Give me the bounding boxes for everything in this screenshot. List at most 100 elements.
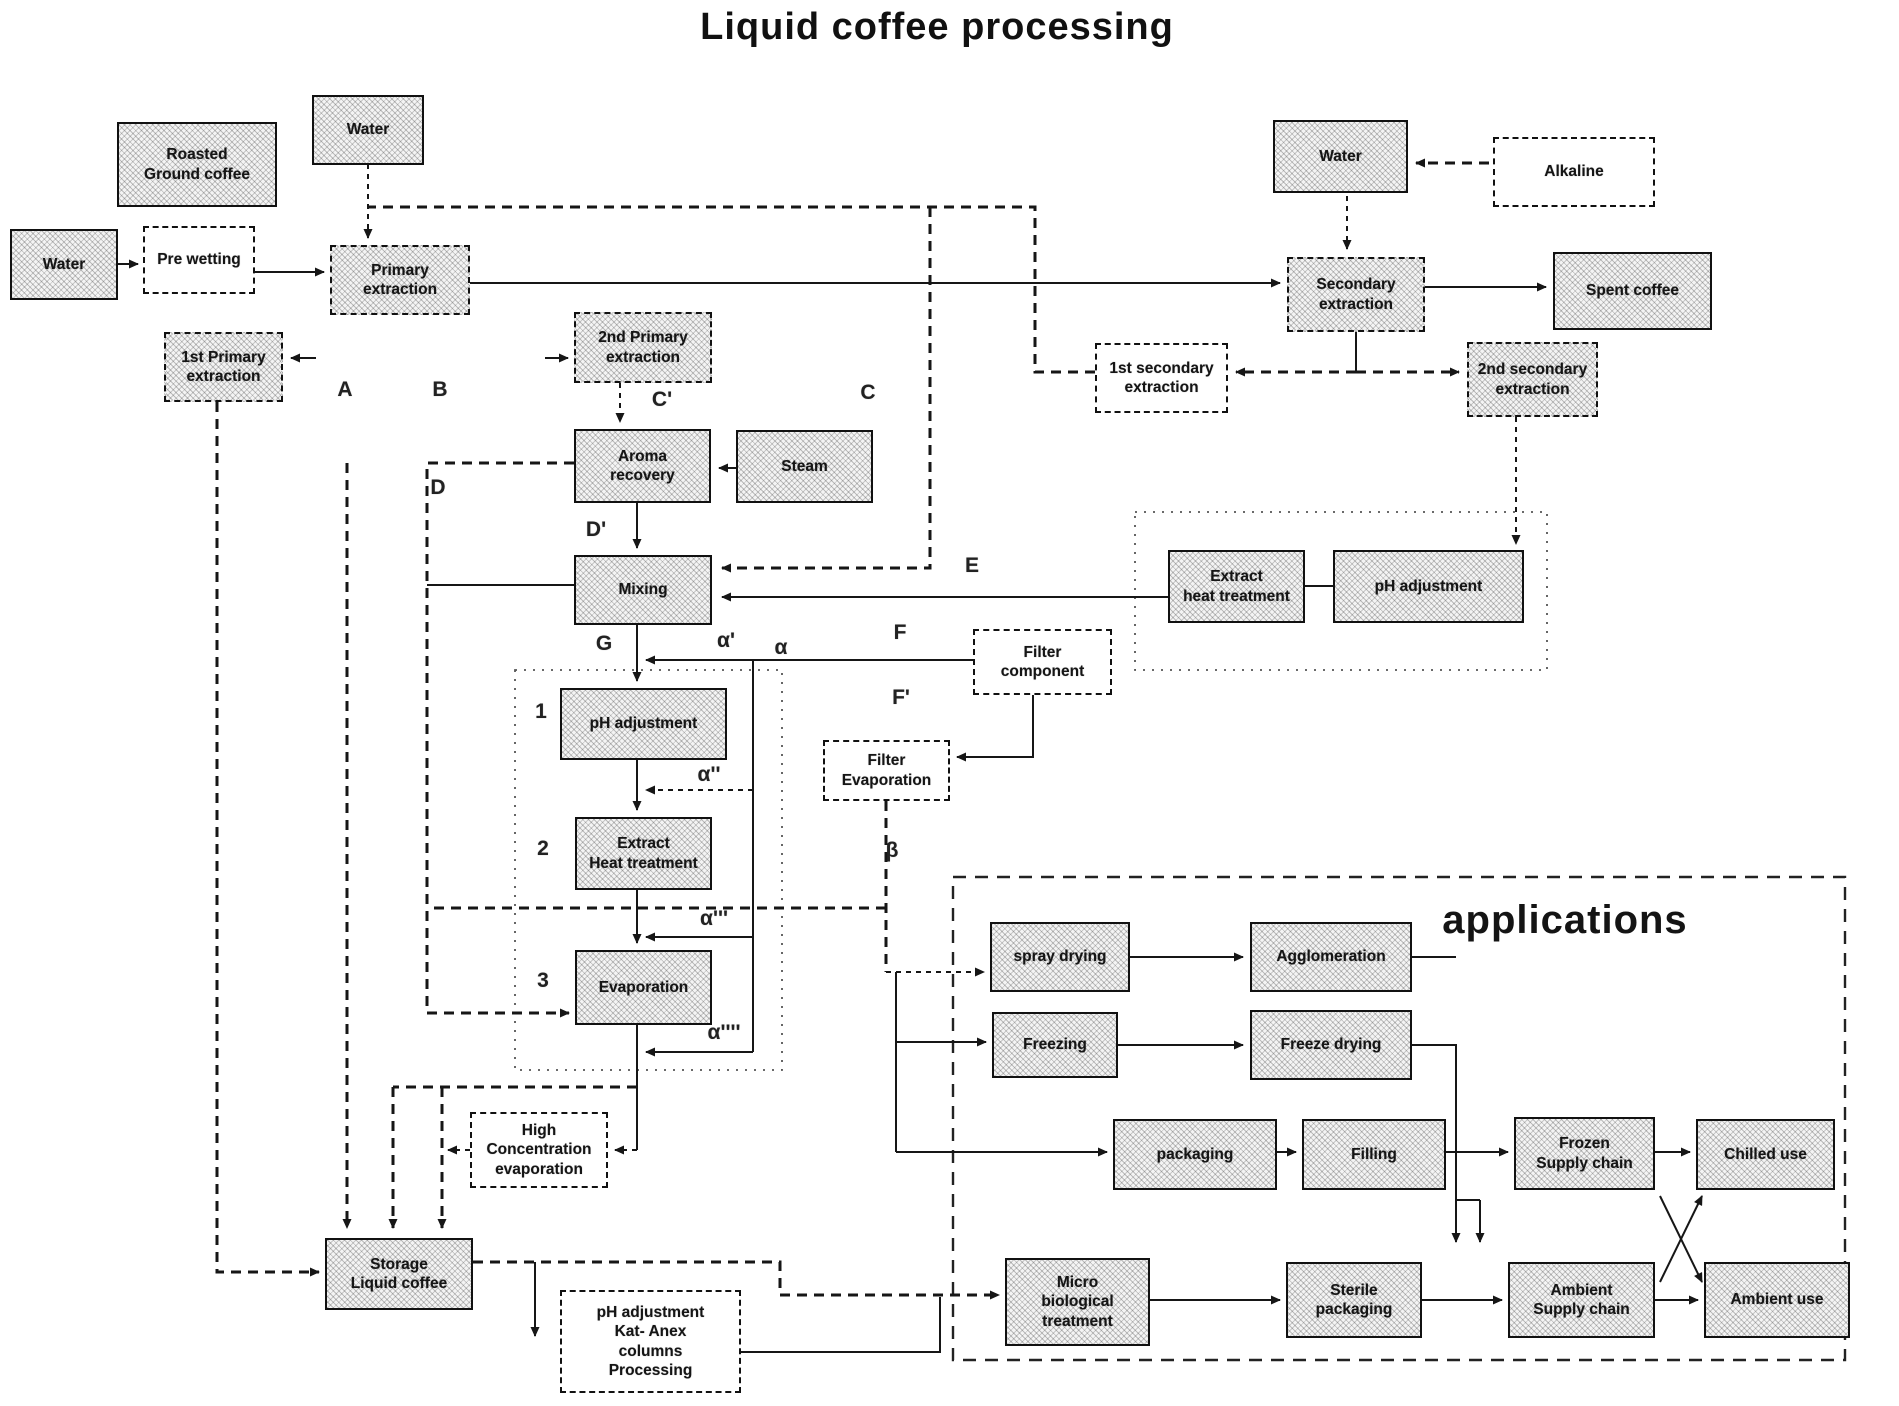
node-filling: Filling: [1302, 1119, 1446, 1190]
node-roasted-ground-coffee: Roasted Ground coffee: [117, 122, 277, 207]
node-extract-heat-treatment-2: Extract Heat treatment: [575, 817, 712, 890]
node-water-right-label: Water: [1319, 147, 1362, 165]
node-steam: Steam: [736, 430, 873, 503]
node-primary-extraction-label: Primary extraction: [362, 261, 438, 298]
node-freezing: Freezing: [992, 1012, 1118, 1078]
label-b: B: [432, 378, 448, 401]
node-ambient-supply-chain-label: Ambient Supply chain: [1533, 1281, 1630, 1318]
label-g: G: [595, 632, 613, 655]
node-extract-heat-treatment-right-label: Extract heat treatment: [1183, 568, 1290, 605]
node-ambient-use-label: Ambient use: [1730, 1291, 1824, 1309]
node-first-primary-extraction: 1st Primary extraction: [164, 332, 283, 402]
node-water-left-label: Water: [42, 255, 86, 273]
label-beta: β: [885, 839, 899, 862]
node-frozen-supply-chain-label: Frozen Supply chain: [1536, 1135, 1633, 1172]
node-spent-coffee: Spent coffee: [1553, 252, 1712, 330]
label-alpha-3: α''': [700, 907, 728, 930]
node-mixing: Mixing: [574, 555, 712, 625]
label-f-prime: F': [892, 686, 910, 709]
node-ambient-use: Ambient use: [1704, 1262, 1850, 1338]
node-secondary-extraction: Secondary extraction: [1287, 257, 1425, 332]
node-second-secondary-extraction-label: 2nd secondary extraction: [1477, 361, 1588, 398]
label-alpha: α: [774, 636, 788, 659]
node-first-secondary-extraction: 1st secondary extraction: [1095, 343, 1228, 413]
node-freeze-drying: Freeze drying: [1250, 1010, 1412, 1080]
node-sterile-packaging-label: Sterile packaging: [1315, 1281, 1393, 1318]
node-ph-kat-anex-processing-label: pH adjustment Kat- Anex columns Processi…: [596, 1303, 705, 1379]
node-filter-evaporation-label: Filter Evaporation: [841, 752, 932, 789]
applications-region: [951, 875, 1847, 1362]
node-steam-label: Steam: [781, 457, 828, 475]
node-primary-extraction: Primary extraction: [330, 245, 470, 315]
node-concentration-evaporation-label: High Concentration evaporation: [486, 1121, 592, 1178]
node-ph-adjustment-right: pH adjustment: [1333, 550, 1524, 623]
node-filter-evaporation: Filter Evaporation: [823, 740, 950, 801]
label-alpha-4: α'''': [707, 1021, 741, 1044]
node-water-top-label: Water: [346, 121, 390, 139]
node-aroma-recovery-label: Aroma recovery: [610, 447, 675, 484]
node-freeze-drying-label: Freeze drying: [1280, 1036, 1382, 1054]
label-alpha-prime: α': [717, 629, 735, 652]
node-frozen-supply-chain: Frozen Supply chain: [1514, 1117, 1655, 1190]
node-first-primary-extraction-label: 1st Primary extraction: [181, 348, 266, 385]
node-agglomeration: Agglomeration: [1250, 922, 1412, 992]
node-water-top: Water: [312, 95, 424, 165]
node-micro-biological-treatment-label: Micro biological treatment: [1041, 1273, 1114, 1330]
node-ph-adjustment-right-label: pH adjustment: [1374, 577, 1483, 595]
numbered-chain-region: [514, 669, 783, 1071]
node-roasted-ground-coffee-label: Roasted Ground coffee: [144, 146, 250, 183]
label-d: D: [430, 476, 446, 499]
node-ph-adjustment-1: pH adjustment: [560, 688, 727, 760]
node-packaging-label: packaging: [1156, 1145, 1234, 1163]
node-spray-drying: spray drying: [990, 922, 1130, 992]
node-spray-drying-label: spray drying: [1013, 948, 1107, 966]
node-water-right: Water: [1273, 120, 1408, 193]
node-secondary-extraction-label: Secondary extraction: [1316, 276, 1396, 313]
node-second-primary-extraction-label: 2nd Primary extraction: [598, 329, 688, 366]
node-concentration-evaporation: High Concentration evaporation: [470, 1112, 608, 1188]
node-extract-heat-treatment-right: Extract heat treatment: [1168, 550, 1305, 623]
node-micro-biological-treatment: Micro biological treatment: [1005, 1258, 1150, 1346]
node-pre-wetting-label: Pre wetting: [157, 251, 241, 269]
node-ph-adjustment-1-label: pH adjustment: [589, 715, 698, 733]
label-d-prime: D': [585, 518, 607, 541]
node-evaporation-3: Evaporation: [575, 950, 712, 1025]
node-first-secondary-extraction-label: 1st secondary extraction: [1109, 359, 1214, 396]
node-spent-coffee-label: Spent coffee: [1585, 282, 1679, 300]
node-filter-component: Filter component: [973, 629, 1112, 695]
step-3: 3: [537, 969, 549, 992]
node-chilled-use-label: Chilled use: [1724, 1145, 1807, 1163]
page-title: Liquid coffee processing: [700, 6, 1174, 48]
node-freezing-label: Freezing: [1023, 1036, 1087, 1054]
node-storage-liquid-coffee-label: Storage Liquid coffee: [350, 1255, 448, 1292]
node-alkaline: Alkaline: [1493, 137, 1655, 207]
node-water-left: Water: [10, 229, 118, 300]
label-e: E: [964, 554, 980, 577]
label-f: F: [893, 621, 907, 644]
step-1: 1: [535, 700, 547, 723]
node-second-primary-extraction: 2nd Primary extraction: [574, 312, 712, 383]
label-alpha-2: α'': [697, 763, 721, 786]
node-ph-kat-anex-processing: pH adjustment Kat- Anex columns Processi…: [560, 1290, 741, 1393]
label-c-prime: C': [651, 388, 673, 411]
node-alkaline-label: Alkaline: [1544, 163, 1604, 181]
node-sterile-packaging: Sterile packaging: [1286, 1262, 1422, 1338]
node-mixing-label: Mixing: [618, 581, 668, 599]
node-extract-heat-treatment-2-label: Extract Heat treatment: [589, 835, 698, 872]
node-packaging: packaging: [1113, 1119, 1277, 1190]
step-2: 2: [537, 837, 549, 860]
node-agglomeration-label: Agglomeration: [1276, 948, 1386, 966]
node-evaporation-3-label: Evaporation: [598, 978, 689, 996]
extract-treatment-region: [1134, 511, 1548, 671]
label-c: C: [860, 381, 876, 404]
node-aroma-recovery: Aroma recovery: [574, 429, 711, 503]
node-filter-component-label: Filter component: [1000, 643, 1085, 680]
node-ambient-supply-chain: Ambient Supply chain: [1508, 1262, 1655, 1338]
node-storage-liquid-coffee: Storage Liquid coffee: [325, 1238, 473, 1310]
node-pre-wetting: Pre wetting: [143, 226, 255, 294]
node-chilled-use: Chilled use: [1696, 1119, 1835, 1190]
node-filling-label: Filling: [1351, 1145, 1397, 1163]
node-second-secondary-extraction: 2nd secondary extraction: [1467, 342, 1598, 417]
